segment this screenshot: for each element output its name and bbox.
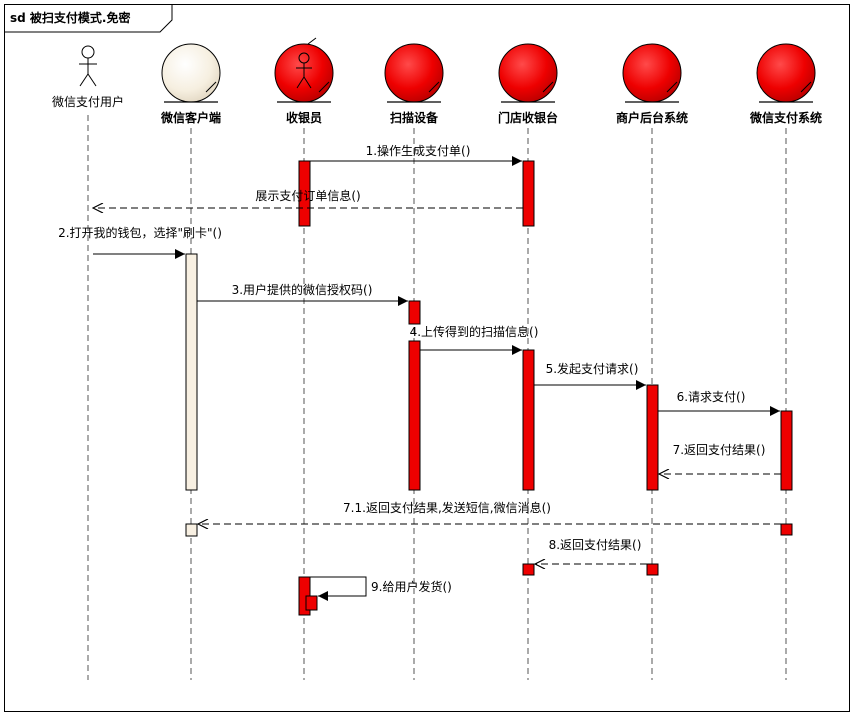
activation-cashier-1 — [298, 160, 311, 227]
activation-merchant-1 — [646, 384, 659, 491]
participant-label-cashier: 收银员 — [286, 110, 322, 125]
activation-wxpay-2 — [780, 523, 793, 536]
message-m71[interactable]: 7.1.返回支付结果,发送短信,微信消息() — [198, 500, 781, 524]
message-label: 6.请求支付() — [677, 390, 746, 404]
participant-label-wxpay: 微信支付系统 — [749, 110, 822, 125]
message-m4[interactable]: 4.上传得到的扫描信息() — [410, 324, 539, 355]
message-m8[interactable]: 8.返回支付结果() — [535, 538, 647, 564]
message-label: 9.给用户发货() — [371, 579, 452, 594]
participant-wxpay[interactable]: 微信支付系统 — [749, 43, 822, 125]
actor-cashier-icon — [296, 52, 312, 89]
participant-label-user: 微信支付用户 — [52, 94, 124, 109]
participant-label-merchant: 商户后台系统 — [616, 110, 688, 125]
message-label: 4.上传得到的扫描信息() — [410, 324, 539, 339]
message-label: 展示支付订单信息() — [255, 188, 360, 203]
message-m5[interactable]: 5.发起支付请求() — [534, 361, 646, 390]
frame-title-tab — [4, 4, 173, 33]
activation-pos-1 — [522, 160, 535, 227]
entity-wxpay-icon — [756, 43, 816, 103]
entity-scanner-icon — [384, 43, 444, 103]
activation-pos-2 — [522, 349, 535, 491]
participant-cashier[interactable]: 收银员 — [274, 37, 334, 125]
participant-merchant[interactable]: 商户后台系统 — [616, 43, 688, 125]
message-label: 3.用户提供的微信授权码() — [232, 282, 373, 297]
message-label: 8.返回支付结果() — [549, 538, 642, 552]
message-label: 7.返回支付结果() — [673, 443, 766, 457]
message-m1[interactable]: 1.操作生成支付单() — [310, 143, 522, 166]
boundary-client-icon — [161, 43, 221, 103]
participant-pos[interactable]: 门店收银台 — [498, 43, 558, 125]
activation-pos-3 — [522, 563, 535, 576]
activation-merchant-2 — [646, 563, 659, 576]
activation-bars — [185, 160, 793, 616]
message-m3[interactable]: 3.用户提供的微信授权码() — [197, 282, 408, 306]
actor-user-icon — [79, 45, 97, 87]
message-m9[interactable]: 9.给用户发货() — [310, 576, 452, 601]
message-label: 7.1.返回支付结果,发送短信,微信消息() — [343, 500, 551, 515]
entity-pos-icon — [498, 43, 558, 103]
frame-title: sd 被扫支付模式.免密 — [10, 10, 130, 25]
message-label: 1.操作生成支付单() — [366, 143, 471, 158]
participant-label-client: 微信客户端 — [160, 110, 221, 125]
participant-user[interactable]: 微信支付用户 — [52, 45, 124, 109]
activation-client-1 — [185, 253, 198, 491]
participant-label-pos: 门店收银台 — [498, 110, 558, 125]
message-m1r[interactable]: 展示支付订单信息() — [93, 188, 523, 208]
activation-cashier-nested — [305, 595, 318, 611]
activation-scanner-2 — [408, 340, 421, 491]
activation-client-2 — [185, 523, 198, 537]
message-m7[interactable]: 7.返回支付结果() — [659, 443, 781, 474]
message-label: 5.发起支付请求() — [546, 361, 639, 376]
participant-label-scanner: 扫描设备 — [390, 110, 439, 125]
message-arrow — [310, 576, 367, 601]
message-m6[interactable]: 6.请求支付() — [658, 390, 780, 416]
activation-wxpay-1 — [780, 410, 793, 491]
entity-merchant-icon — [622, 43, 682, 103]
message-label: 2.打开我的钱包，选择"刷卡"() — [58, 225, 222, 240]
diagram-frame — [4, 4, 850, 712]
message-m2[interactable]: 2.打开我的钱包，选择"刷卡"() — [58, 225, 222, 259]
participant-client[interactable]: 微信客户端 — [160, 43, 221, 125]
participant-scanner[interactable]: 扫描设备 — [384, 43, 444, 125]
activation-scanner-1 — [408, 300, 421, 325]
